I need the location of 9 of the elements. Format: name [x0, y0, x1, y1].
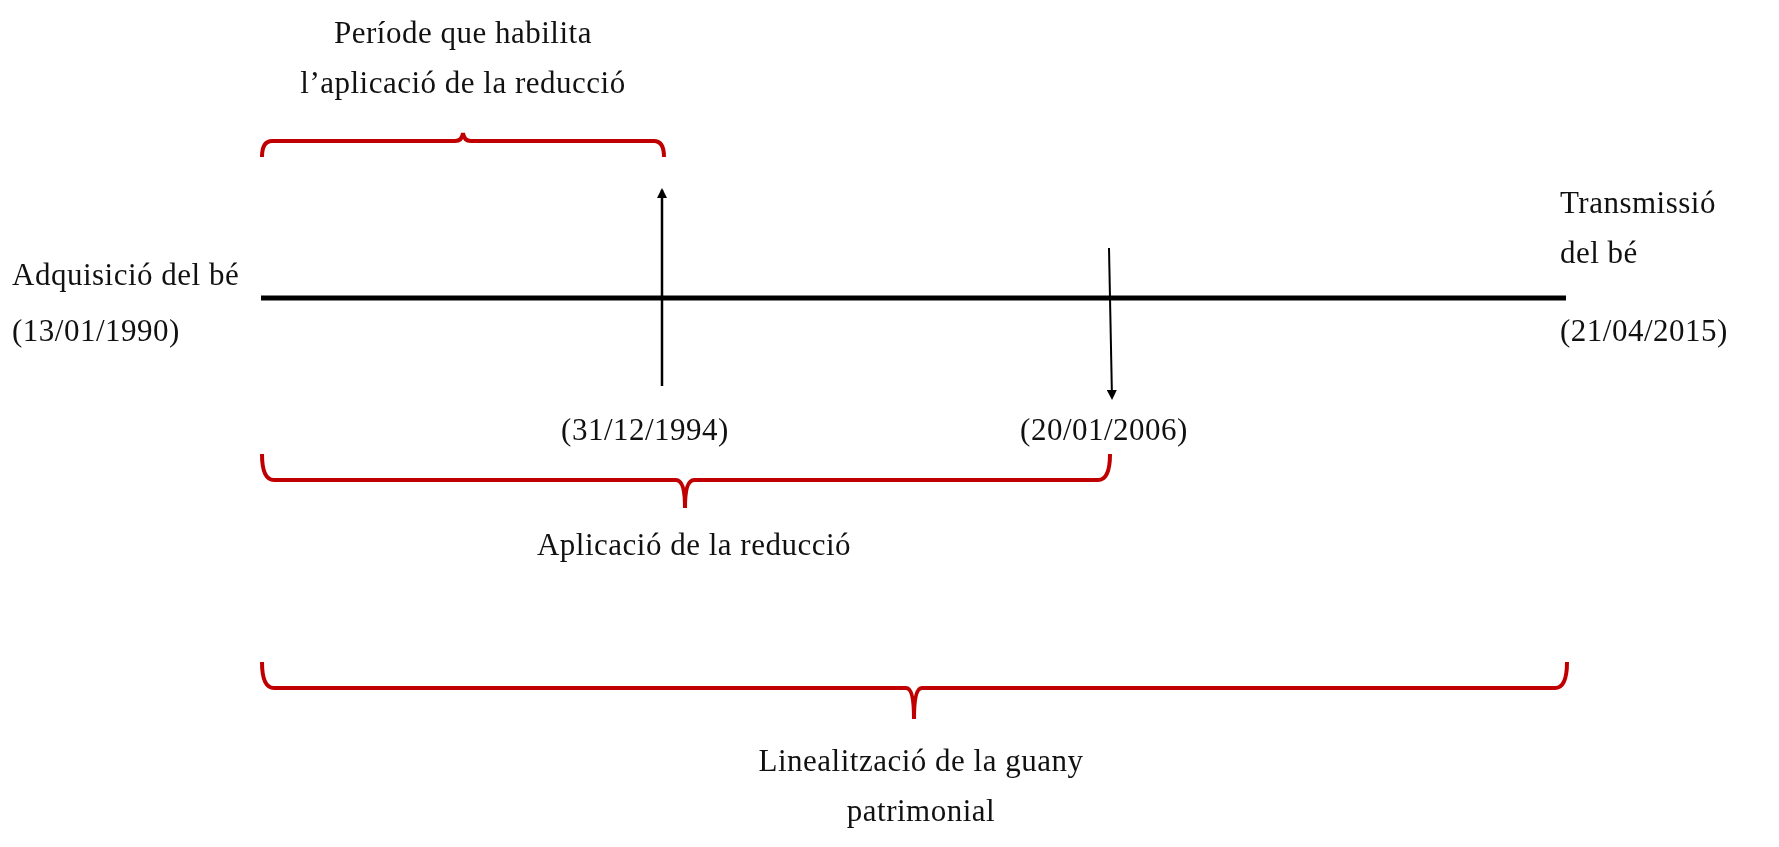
date-label: (21/04/2015): [1560, 312, 1729, 350]
date-label: (20/01/2006): [1019, 411, 1189, 449]
date-label: (13/01/1990): [12, 312, 181, 350]
period-label: Aplicació de la reducció: [535, 526, 853, 564]
period-label: Període que habilita l’aplicació de la reducció: [299, 14, 627, 102]
date-label: (31/12/1994): [560, 411, 730, 449]
event-label: Adquisició del bé: [12, 256, 241, 294]
period-label: Linealització de la guany patrimonial: [757, 742, 1085, 830]
event-label: Transmissió del bé: [1560, 184, 1717, 272]
